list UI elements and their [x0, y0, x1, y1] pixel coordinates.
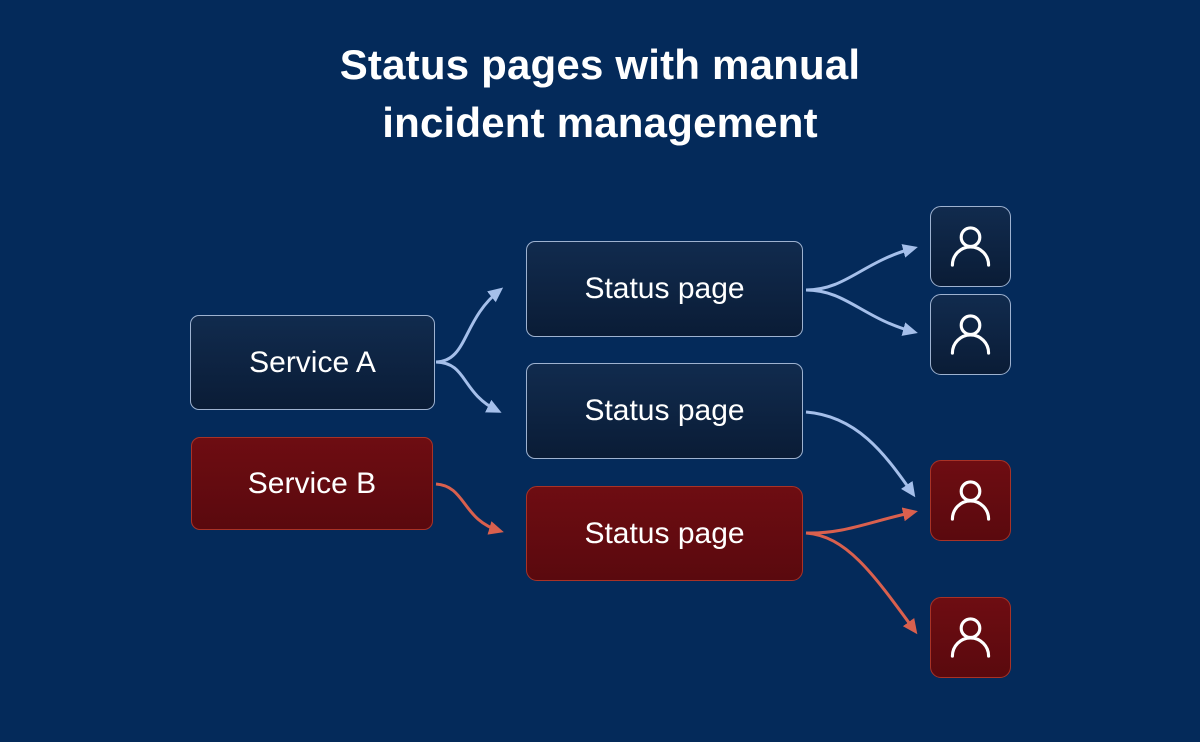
- arrow-status-page-1-to-subscriber-1: [805, 244, 918, 292]
- arrow-service-a-to-status-page-2: [435, 360, 502, 413]
- subscriber-2-node: [930, 294, 1011, 375]
- service-a-label: Service A: [249, 345, 376, 379]
- title-line-2: incident management: [382, 98, 818, 146]
- arrow-status-page-3-to-subscriber-4: [805, 531, 918, 635]
- arrow-service-b-to-status-page-3: [435, 482, 504, 535]
- user-icon: [950, 617, 991, 658]
- user-icon: [950, 314, 991, 355]
- arrow-status-page-3-to-subscriber-3: [805, 507, 918, 535]
- title-line-1: Status pages with manual: [339, 41, 861, 88]
- arrow-status-page-1-to-subscriber-2: [805, 288, 918, 336]
- user-icon: [950, 480, 991, 521]
- page-title: Status pages with manual incident managem…: [0, 36, 1200, 152]
- user-icon: [950, 226, 991, 267]
- service-a-node: Service A: [190, 315, 435, 410]
- status-page-2-node: Status page: [526, 363, 803, 459]
- status-page-1-node: Status page: [526, 241, 803, 337]
- subscriber-3-node: [930, 460, 1011, 541]
- subscriber-4-node: [930, 597, 1011, 678]
- arrow-status-page-2-to-subscriber-3: [805, 410, 916, 498]
- service-b-label: Service B: [247, 466, 377, 500]
- status-page-2-label: Status page: [584, 394, 745, 427]
- service-b-node: Service B: [191, 437, 433, 530]
- status-page-3-label: Status page: [584, 516, 745, 550]
- subscriber-1-node: [930, 206, 1011, 287]
- status-page-3-node: Status page: [526, 486, 803, 581]
- status-page-1-label: Status page: [584, 272, 745, 305]
- arrow-service-a-to-status-page-1: [435, 287, 504, 364]
